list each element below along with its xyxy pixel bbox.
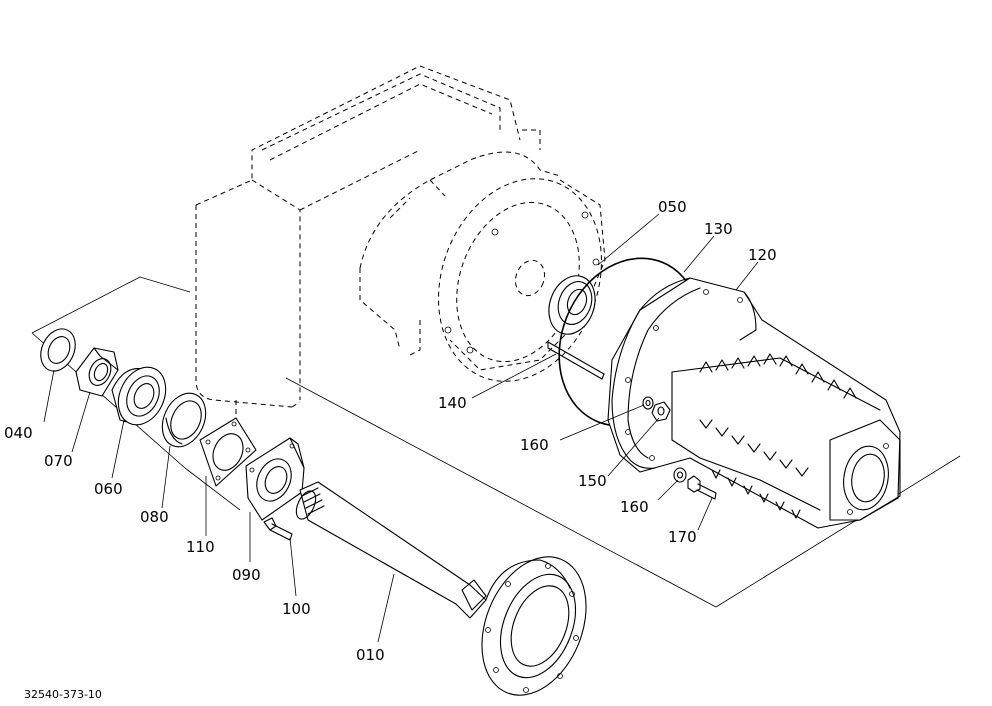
label-150: 150: [578, 472, 607, 490]
leader-lines: [43, 213, 759, 643]
part-140-stud: [547, 341, 605, 380]
label-160-lower: 160: [620, 498, 649, 516]
part-170-bolt: [687, 475, 717, 500]
part-160-washer-lower: [673, 467, 687, 483]
label-100: 110: [186, 538, 215, 556]
part-100-gasket: [199, 417, 257, 487]
label-040: 040: [4, 424, 33, 442]
part-080-oil-seal: [161, 392, 207, 448]
label-090: 090: [232, 566, 261, 584]
part-160-washer-upper: [642, 396, 654, 410]
label-140: 140: [438, 394, 467, 412]
part-040-washer: [40, 328, 76, 372]
housing-flange: [438, 178, 606, 382]
callout-labels: 050 130 120 140 160 150 160 170 040 070 …: [4, 198, 777, 664]
cooling-ribs: [699, 353, 857, 519]
label-080: 080: [140, 508, 169, 526]
label-050: 050: [658, 198, 687, 216]
label-170: 170: [668, 528, 697, 546]
flange-bolt-holes: [485, 563, 579, 693]
label-160-upper: 160: [520, 436, 549, 454]
part-010-axle-shaft: [295, 481, 587, 696]
part-070-nut: [75, 347, 119, 397]
label-010: 010: [356, 646, 385, 664]
label-070: 070: [44, 452, 73, 470]
part-110-bolt: [263, 517, 293, 541]
part-150-nut: [651, 401, 671, 422]
label-060: 060: [94, 480, 123, 498]
label-130: 130: [704, 220, 733, 238]
transmission-case: [195, 65, 561, 420]
label-120: 120: [748, 246, 777, 264]
label-110: 100: [282, 600, 311, 618]
part-060-bearing: [111, 366, 167, 426]
shaft-spline: [301, 487, 325, 515]
drawing-code: 32540-373-10: [24, 688, 102, 701]
part-120-axle-housing: [607, 277, 901, 529]
